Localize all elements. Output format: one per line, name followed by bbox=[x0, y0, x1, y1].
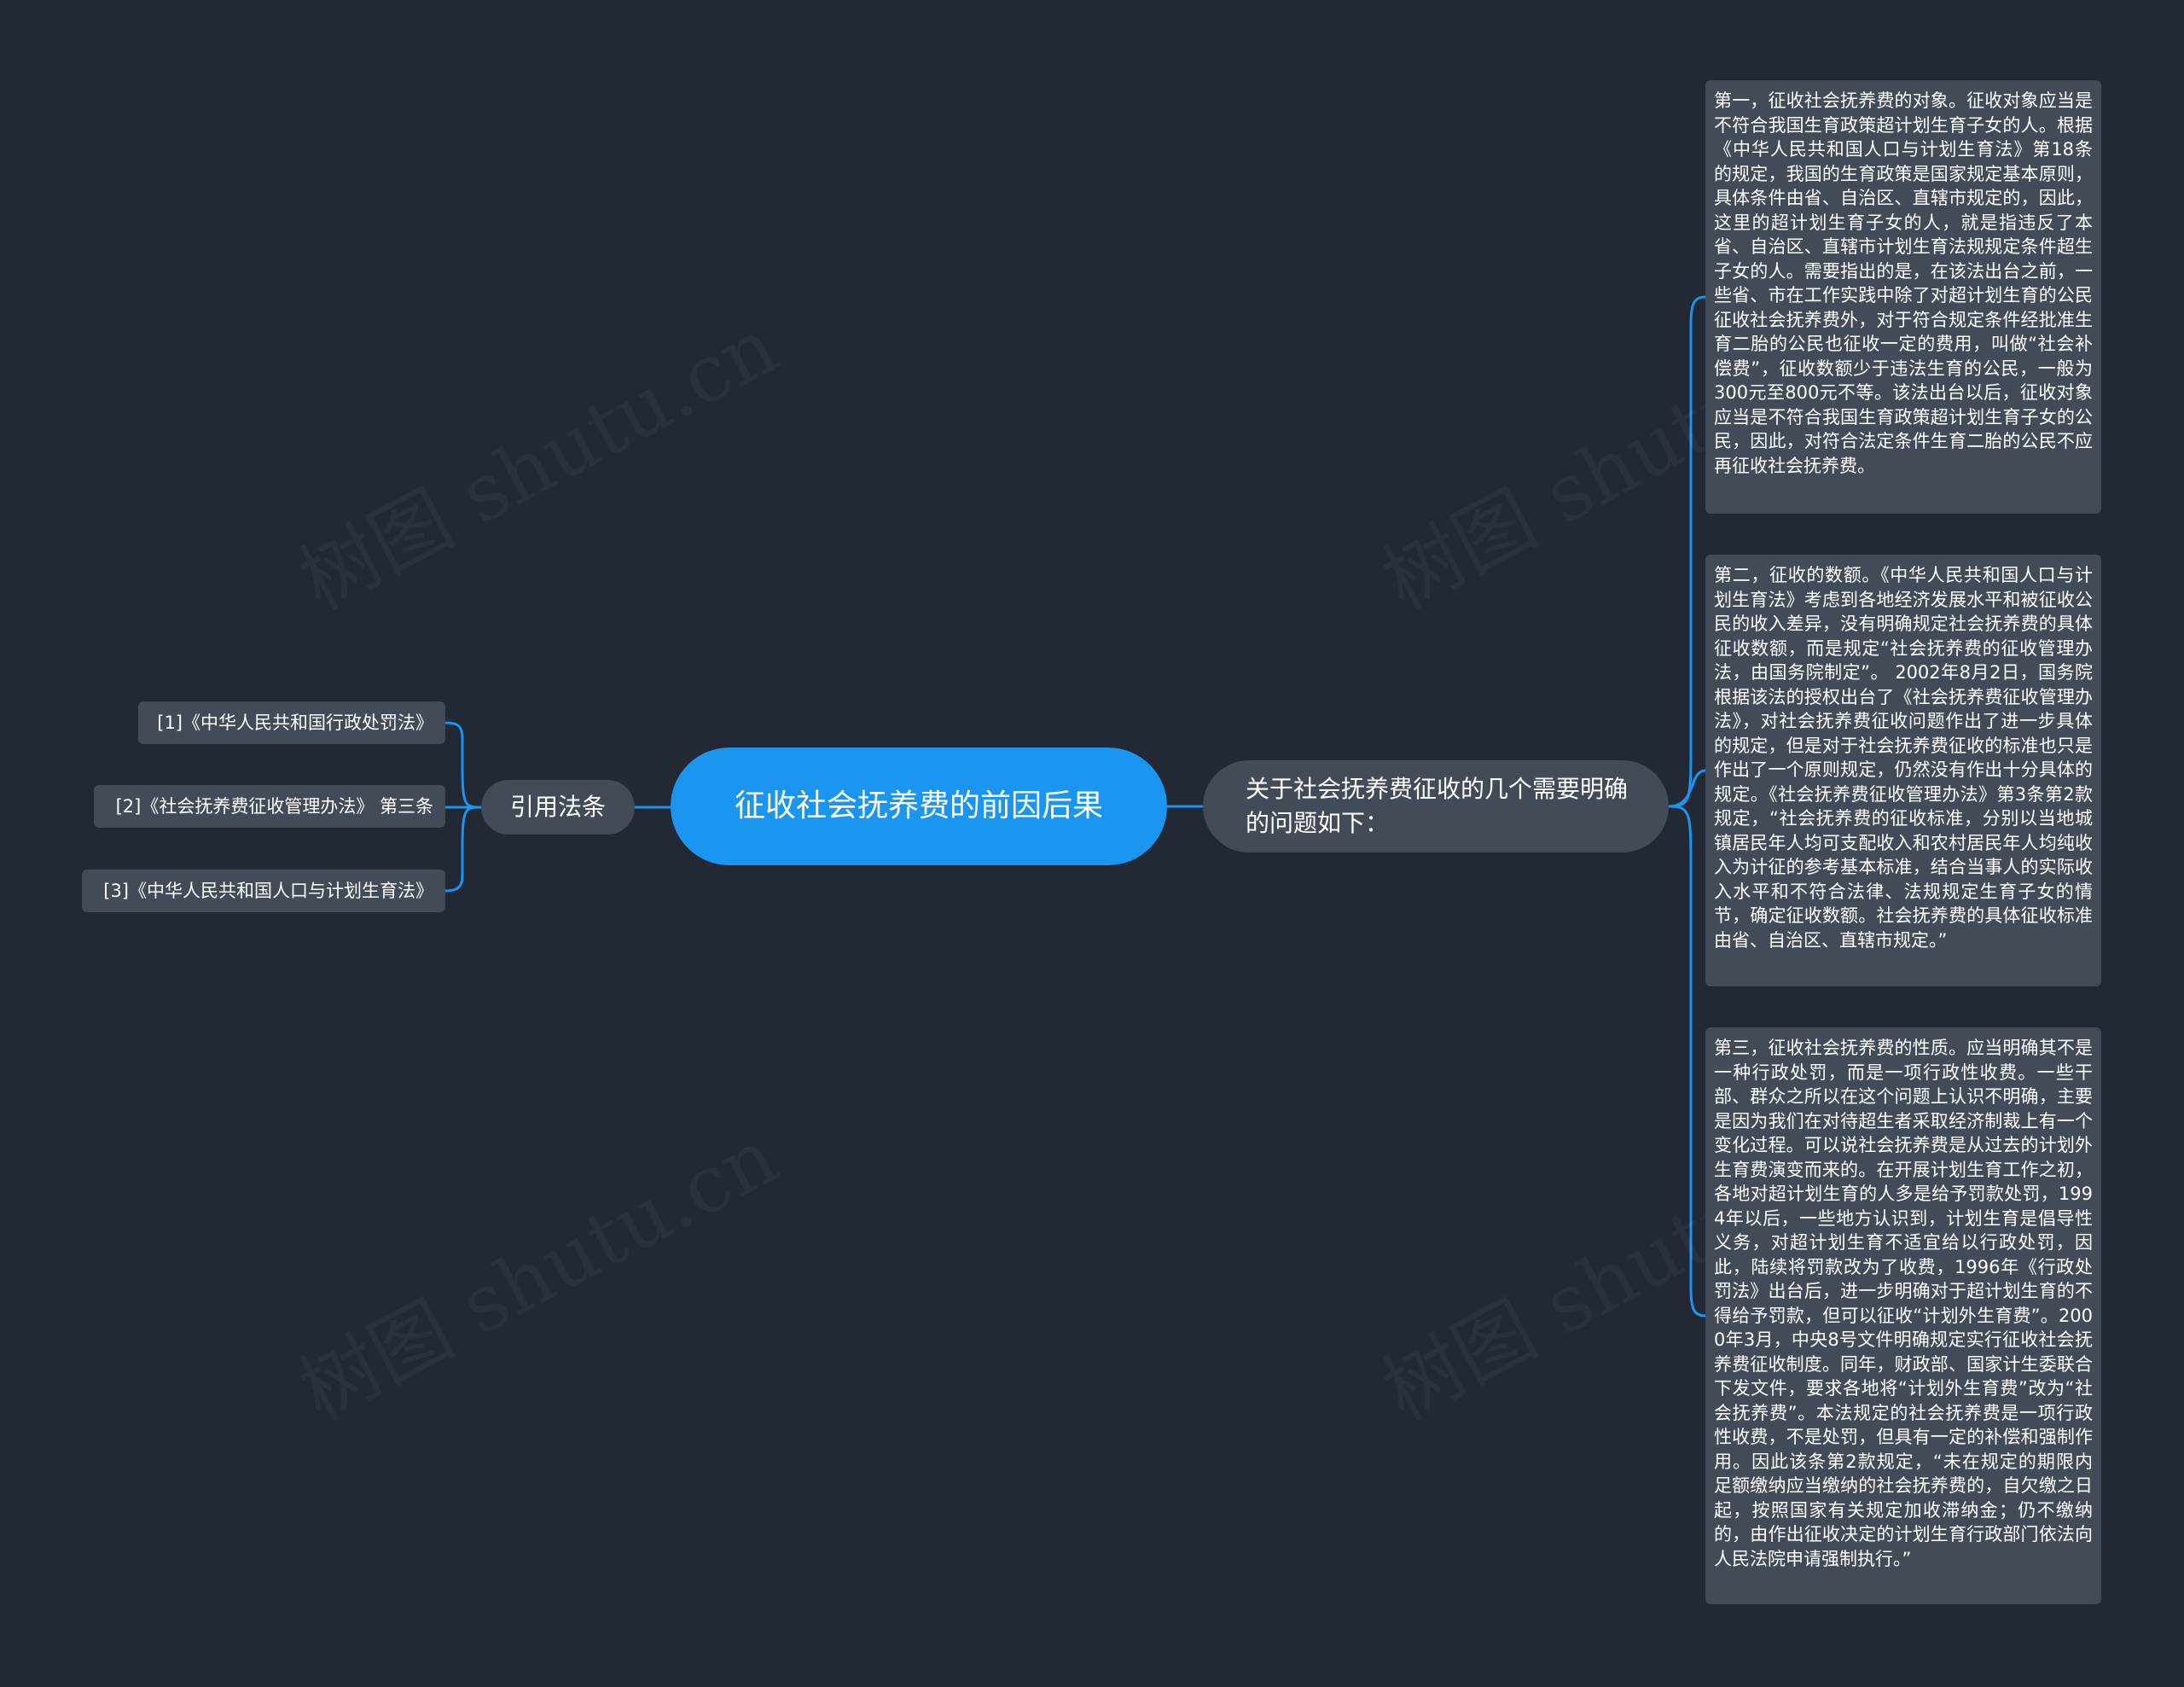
link-right-para-2 bbox=[1668, 769, 1706, 808]
link-left-ref-1 bbox=[444, 721, 482, 809]
link-left-ref-3 bbox=[444, 806, 482, 893]
root-topic-label: 征收社会抚养费的前因后果 bbox=[734, 788, 1103, 823]
link-right-para-3 bbox=[1668, 805, 1706, 1318]
citation-label: [1]《中华人民共和国行政处罚法》 bbox=[157, 713, 433, 733]
citation-node[interactable]: [1]《中华人民共和国行政处罚法》 bbox=[138, 701, 445, 744]
branch-citations-label: 引用法条 bbox=[509, 793, 606, 821]
branch-citations[interactable]: 引用法条 bbox=[481, 780, 635, 835]
link-right-para-1 bbox=[1668, 295, 1706, 808]
issue-paragraph-node[interactable]: 第三，征收社会抚养费的性质。应当明确其不是一种行政处罚，而是一项行政性收费。一些… bbox=[1705, 1027, 2101, 1604]
citation-label: [3]《中华人民共和国人口与计划生育法》 bbox=[103, 881, 433, 901]
citation-node[interactable]: [3]《中华人民共和国人口与计划生育法》 bbox=[82, 870, 445, 912]
branch-issues-label: 关于社会抚养费征收的几个需要明确的问题如下： bbox=[1246, 775, 1629, 837]
issue-paragraph-text: 第一，征收社会抚养费的对象。征收对象应当是不符合我国生育政策超计划生育子女的人。… bbox=[1714, 90, 2093, 476]
citation-label: [2]《社会抚养费征收管理办法》 第三条 bbox=[115, 796, 433, 817]
branch-issues[interactable]: 关于社会抚养费征收的几个需要明确的问题如下： bbox=[1203, 760, 1669, 852]
issue-paragraph-node[interactable]: 第二，征收的数额。《中华人民共和国人口与计划生育法》考虑到各地经济发展水平和被征… bbox=[1705, 555, 2101, 986]
issue-paragraph-text: 第二，征收的数额。《中华人民共和国人口与计划生育法》考虑到各地经济发展水平和被征… bbox=[1714, 565, 2093, 951]
issue-paragraph-node[interactable]: 第一，征收社会抚养费的对象。征收对象应当是不符合我国生育政策超计划生育子女的人。… bbox=[1705, 80, 2101, 514]
root-topic[interactable]: 征收社会抚养费的前因后果 bbox=[671, 748, 1167, 865]
issue-paragraph-text: 第三，征收社会抚养费的性质。应当明确其不是一种行政处罚，而是一项行政性收费。一些… bbox=[1714, 1038, 2093, 1569]
citation-node[interactable]: [2]《社会抚养费征收管理办法》 第三条 bbox=[94, 785, 445, 828]
